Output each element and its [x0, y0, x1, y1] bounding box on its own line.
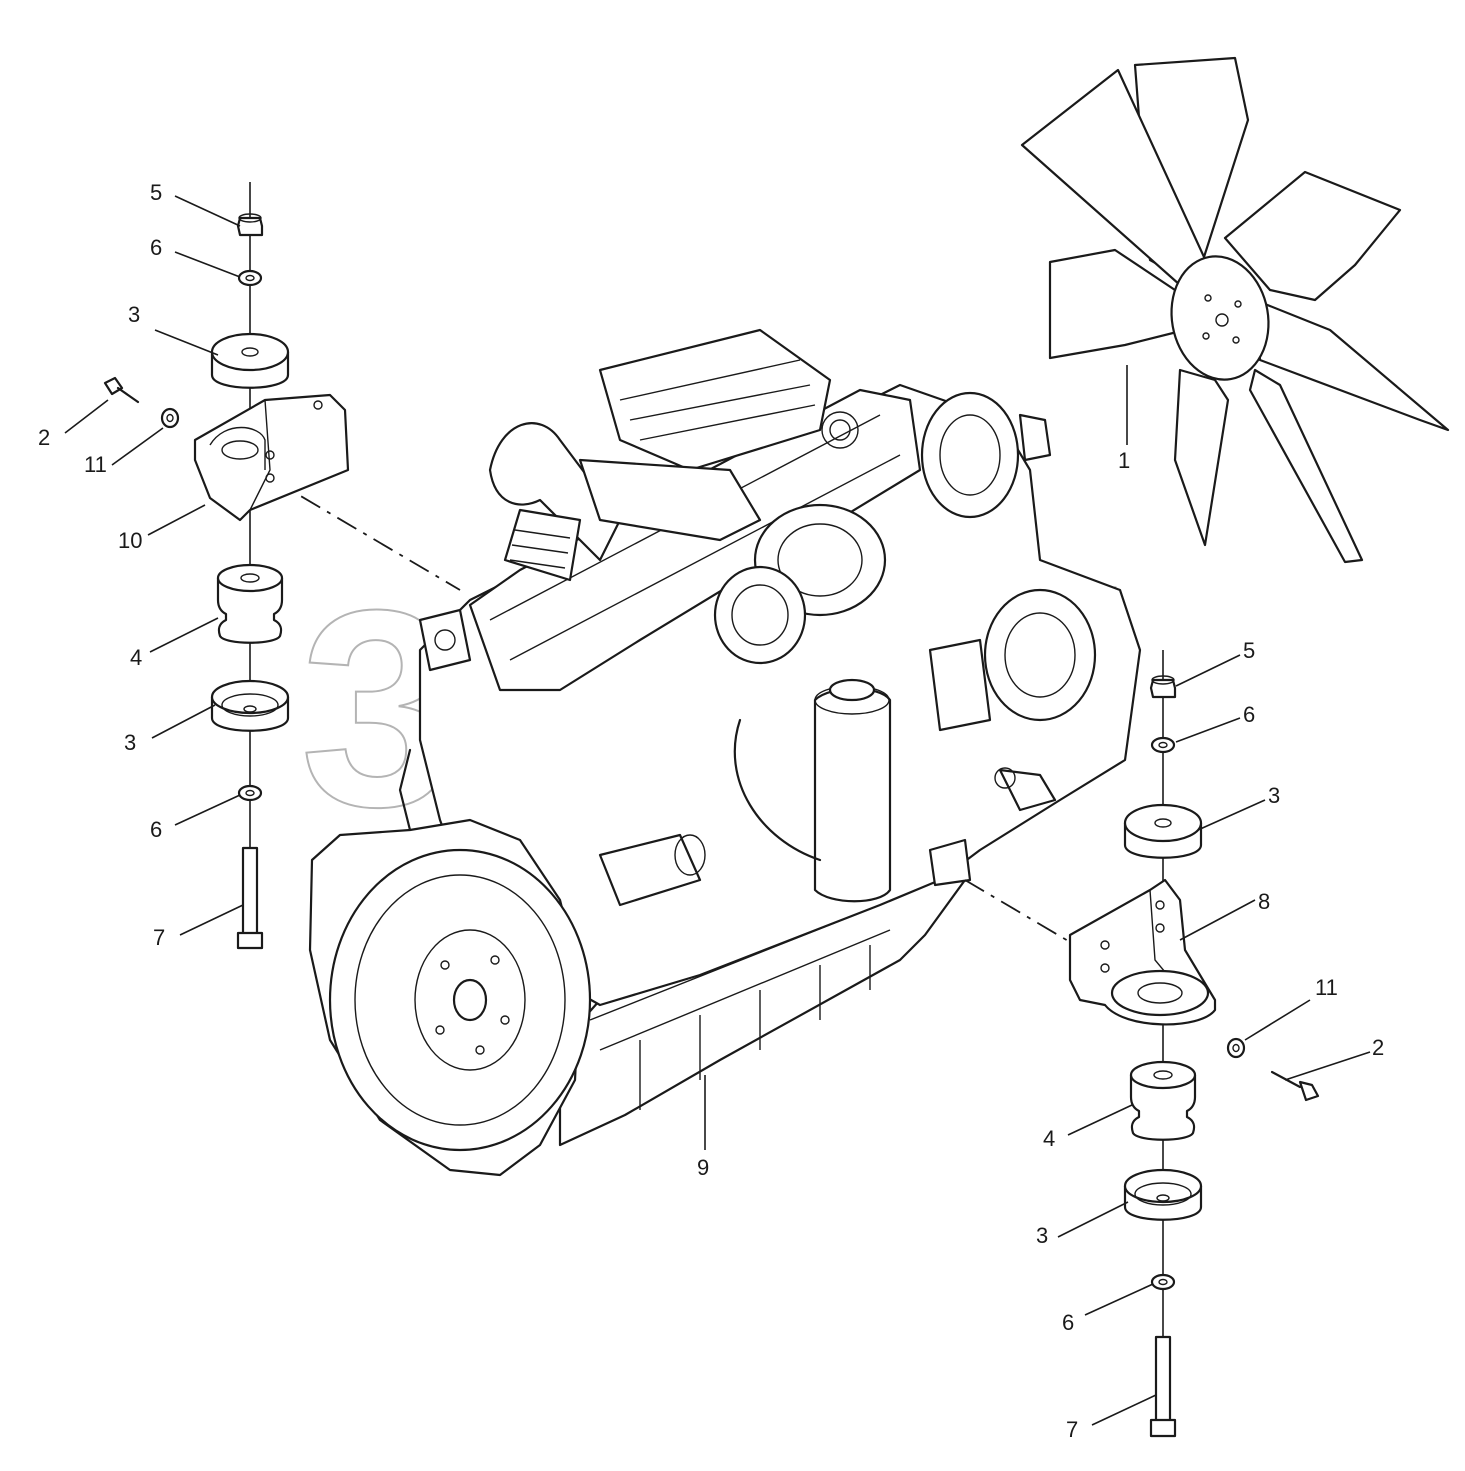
washer-left-bottom[interactable] — [237, 784, 263, 802]
isolator-left[interactable] — [216, 563, 284, 644]
left-mount-stack — [103, 182, 350, 950]
callout-bracket-left: 10 — [118, 528, 142, 553]
callout-cup-right-top: 3 — [1268, 783, 1280, 808]
callout-nut-right: 5 — [1243, 638, 1255, 663]
callout-engine: 9 — [697, 1155, 709, 1180]
callout-washer-left-bottom: 6 — [150, 817, 162, 842]
nut-right[interactable] — [1149, 675, 1177, 699]
cup-left-bottom[interactable] — [210, 679, 290, 732]
bracket-left[interactable] — [193, 393, 350, 522]
callout-long-bolt-right: 7 — [1066, 1417, 1078, 1442]
long-bolt-left[interactable] — [236, 846, 264, 950]
callout-cup-right-bottom: 3 — [1036, 1223, 1048, 1248]
alignment-line-right — [964, 879, 1076, 946]
callout-leaders — [64, 195, 1371, 1426]
callout-washer-right-small: 11 — [1315, 975, 1338, 1000]
washer-right-small[interactable] — [1226, 1037, 1246, 1059]
callout-washer-left-small: 11 — [84, 452, 107, 477]
washer-right-bottom[interactable] — [1150, 1273, 1176, 1291]
alignment-line-left — [264, 474, 461, 591]
bracket-right[interactable] — [1068, 878, 1217, 1026]
callout-bracket-right: 8 — [1258, 889, 1270, 914]
callout-isolator-left: 4 — [130, 645, 142, 670]
long-bolt-right[interactable] — [1149, 1335, 1177, 1438]
washer-right-top[interactable] — [1150, 736, 1176, 754]
nut-left[interactable] — [236, 213, 264, 237]
callout-nut-left: 5 — [150, 180, 162, 205]
callout-washer-right-top: 6 — [1243, 702, 1255, 727]
fan-part[interactable] — [1020, 56, 1450, 564]
callout-washer-right-bottom: 6 — [1062, 1310, 1074, 1335]
washer-left-small[interactable] — [160, 407, 180, 429]
callout-long-bolt-left: 7 — [153, 925, 165, 950]
cup-right-top[interactable] — [1123, 803, 1203, 859]
washer-left-top[interactable] — [237, 269, 263, 287]
callout-washer-left-top: 6 — [150, 235, 162, 260]
callout-labels: 1 2 2 3 3 3 3 4 4 5 5 6 6 6 6 7 7 8 9 10… — [38, 180, 1384, 1442]
bolt-left[interactable] — [103, 376, 140, 404]
cup-left-top[interactable] — [210, 332, 290, 389]
callout-isolator-right: 4 — [1043, 1126, 1055, 1151]
callout-bolt-left: 2 — [38, 425, 50, 450]
callout-fan: 1 — [1118, 448, 1130, 473]
callout-cup-left-bottom: 3 — [124, 730, 136, 755]
callout-bolt-right: 2 — [1372, 1035, 1384, 1060]
cup-right-bottom[interactable] — [1123, 1168, 1203, 1221]
isolator-right[interactable] — [1129, 1060, 1197, 1141]
callout-cup-left-top: 3 — [128, 302, 140, 327]
engine-block[interactable] — [308, 328, 1142, 1177]
